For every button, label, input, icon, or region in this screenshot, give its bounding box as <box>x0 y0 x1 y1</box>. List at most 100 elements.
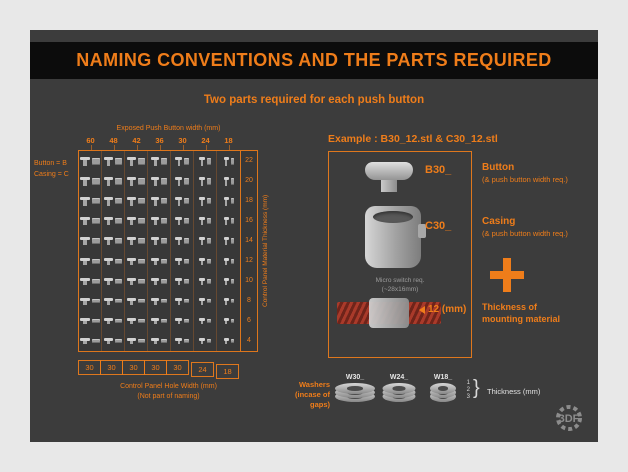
bottom-axis-label: Control Panel Hole Width (mm) <box>120 383 217 390</box>
button-icon <box>175 196 182 206</box>
casing-icon <box>184 198 189 204</box>
washer-hole <box>392 386 406 391</box>
grid-cell <box>148 211 171 231</box>
grid-cell <box>194 151 217 171</box>
grid-cell <box>125 211 148 231</box>
button-icon <box>223 176 229 186</box>
grid-cell <box>102 191 125 211</box>
casing-icon <box>230 157 234 165</box>
page-title: NAMING CONVENTIONS AND THE PARTS REQUIRE… <box>76 50 552 70</box>
grid-cell <box>148 191 171 211</box>
button-icon <box>175 217 182 225</box>
b-part-label: B30_ <box>425 164 452 176</box>
grid-cell <box>102 251 125 271</box>
casing-icon <box>184 278 189 284</box>
grid-cell <box>148 151 171 171</box>
thickness-value: 18 <box>245 197 253 204</box>
hole-width-cell: 30 <box>144 360 167 375</box>
casing-icon <box>115 177 122 185</box>
content-panel: NAMING CONVENTIONS AND THE PARTS REQUIRE… <box>30 30 598 442</box>
bottom-axis-note: (Not part of naming) <box>137 393 200 400</box>
logo: 3DF <box>546 403 592 438</box>
grid-row <box>79 171 240 191</box>
casing-icon <box>92 238 100 244</box>
casing-icon <box>92 299 100 303</box>
thickness-value: 10 <box>245 277 253 284</box>
button-icon <box>223 237 229 245</box>
example-title: Example : B30_12.stl & C30_12.stl <box>328 133 498 145</box>
hole-width-cell: 30 <box>122 360 145 375</box>
casing-icon <box>207 157 211 165</box>
grid-cell <box>194 171 217 191</box>
casing-req-label: (& push button width req.) <box>482 229 568 238</box>
button-icon <box>104 156 113 166</box>
grid-cell <box>125 231 148 251</box>
mounting-panel-render <box>337 298 441 328</box>
button-icon <box>151 338 159 344</box>
casing-icon <box>138 319 145 323</box>
button-icon <box>80 156 90 166</box>
button-icon <box>175 156 182 166</box>
casing-icon <box>115 278 122 284</box>
legend-button: Button = B <box>34 160 67 167</box>
button-icon <box>104 237 113 245</box>
column-header-width: 18 <box>217 136 240 150</box>
casing-icon <box>92 177 100 185</box>
button-icon <box>104 338 113 344</box>
logo-text: 3DF <box>559 413 580 425</box>
example-box: Micro switch req. (~28x16mm) B30_ C30_ 1… <box>328 151 472 358</box>
washers-label-line1: Washers <box>299 380 330 389</box>
grid-row <box>79 191 240 211</box>
grid-cell <box>79 171 102 191</box>
grid-cell <box>79 151 102 171</box>
button-3d-render <box>365 162 413 192</box>
button-icon <box>104 318 113 324</box>
casing-icon <box>207 258 211 264</box>
button-icon <box>199 237 205 245</box>
grid-cell <box>125 271 148 291</box>
grid-cell <box>125 171 148 191</box>
grid-cell <box>217 191 240 211</box>
grid-cell <box>125 311 148 331</box>
hole-width-cell: 18 <box>216 364 239 379</box>
grid-row <box>79 251 240 271</box>
grid-cell <box>102 211 125 231</box>
casing-icon <box>230 299 234 303</box>
grid-cell <box>102 171 125 191</box>
casing-icon <box>230 258 234 264</box>
grid-cell <box>171 191 194 211</box>
casing-icon <box>115 339 122 343</box>
grid-cells <box>79 151 240 351</box>
washer-thickness-number: 1 <box>466 380 470 386</box>
button-icon <box>127 217 136 225</box>
grid-cell <box>125 191 148 211</box>
c-part-label: C30_ <box>425 220 452 232</box>
grid-cell <box>194 231 217 251</box>
casing-icon <box>184 238 189 244</box>
washer-hole <box>347 386 363 391</box>
micro-switch-note: Micro switch req. (~28x16mm) <box>329 276 471 294</box>
grid-cell <box>217 311 240 331</box>
button-icon <box>80 277 90 285</box>
button-icon <box>127 318 136 324</box>
casing-icon <box>184 339 189 343</box>
grid-cell <box>171 271 194 291</box>
washer-thickness-number: 2 <box>466 387 470 393</box>
grid-cell <box>217 271 240 291</box>
button-icon <box>151 257 159 265</box>
casing-icon <box>184 157 189 165</box>
grid-cell <box>171 171 194 191</box>
casing-icon <box>115 319 122 323</box>
column-header-width: 42 <box>125 136 148 150</box>
button-name-label: Button <box>482 162 515 173</box>
button-icon <box>104 196 113 206</box>
grid-cell <box>102 311 125 331</box>
button-icon <box>199 318 205 324</box>
button-icon <box>151 176 159 186</box>
grid-cell <box>217 331 240 351</box>
casing-icon <box>184 299 189 303</box>
button-icon <box>199 176 205 186</box>
washer-group: W18_ <box>421 374 465 405</box>
thickness-value-label: 12 (mm) <box>419 304 466 315</box>
hole-width-cell: 24 <box>191 362 214 377</box>
